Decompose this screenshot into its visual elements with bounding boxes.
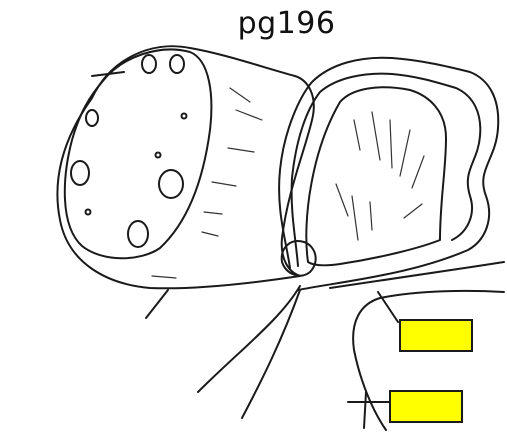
pointer-line [146, 290, 168, 318]
ovary-outer-outline [57, 46, 313, 288]
label-box[interactable] [400, 320, 472, 351]
uterine-wall [330, 262, 504, 288]
follicle-icon [71, 161, 89, 185]
follicle-icon [170, 55, 184, 73]
ligament-line [242, 290, 300, 418]
follicle-icon [159, 170, 183, 198]
fallopian-tube-inner [292, 74, 481, 266]
follicle-icon [182, 114, 187, 119]
stroma-hatching [152, 88, 424, 278]
follicle-icon [156, 153, 161, 158]
infundibulum-loop [306, 87, 446, 265]
follicle-icon [86, 110, 98, 126]
follicle-icon [142, 55, 156, 73]
follicle-icon [128, 221, 148, 247]
fimbria-tip [282, 241, 316, 276]
follicle-icon [86, 210, 91, 215]
label-box[interactable] [390, 391, 462, 422]
ligament-line [198, 286, 300, 392]
pointer-line [364, 392, 366, 428]
